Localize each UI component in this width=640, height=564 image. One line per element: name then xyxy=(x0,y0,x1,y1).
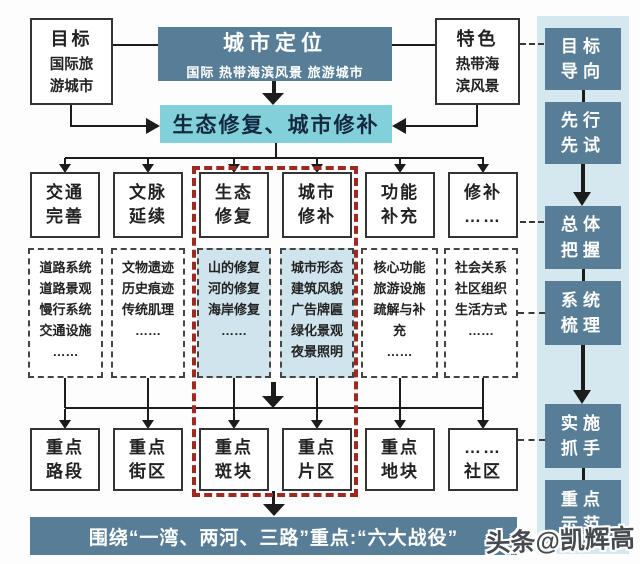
detail-box-ecology: 山的修复 河的修复 海岸修复 …… xyxy=(197,248,271,378)
emphasis-arrowhead xyxy=(262,396,284,408)
sidebar-arrow-stem xyxy=(581,164,585,193)
drop-line xyxy=(316,409,318,421)
watermark-text: 头条@凯辉高德 xyxy=(484,524,636,558)
drop-line xyxy=(147,158,149,165)
detail-drop-line xyxy=(147,378,149,408)
sidebar-item-implementation-handle: 实施 抓手 xyxy=(545,404,621,468)
stage-box-repair: 城市 修补 xyxy=(282,172,352,238)
arrowhead-down xyxy=(228,420,240,429)
arrowhead-down xyxy=(477,164,489,173)
target-box-block: 重点 街区 xyxy=(113,428,183,491)
dashed-community-sidebar xyxy=(518,439,545,441)
sidebar-link xyxy=(582,468,585,480)
sidebar-item-key-demonstration: 重点 示范 xyxy=(545,480,621,544)
collector-line-bottom xyxy=(65,407,484,409)
arrowhead-down xyxy=(394,420,406,429)
collector-line-top xyxy=(65,157,484,159)
feature-box-title: 特色 xyxy=(456,28,499,49)
drop-line xyxy=(316,158,318,165)
drop-line xyxy=(64,409,66,421)
stage-box-traffic: 交通 完善 xyxy=(30,172,100,238)
conclusion-bar-label: 围绕“一湾、两河、三路”重点:“六大战役” xyxy=(88,527,459,549)
goal-box: 目标 国际旅 游城市 xyxy=(30,18,113,105)
arrowhead-down xyxy=(142,420,154,429)
arrowhead-down xyxy=(477,420,489,429)
dashed-social-sidebar xyxy=(518,312,545,314)
arrowhead-into-strategy-left xyxy=(146,118,160,134)
sidebar-item-overall-grasp: 总体 把握 xyxy=(545,206,621,269)
emphasis-arrow-stem xyxy=(271,382,276,397)
sidebar-item-goal-orientation: 目标 导向 xyxy=(545,28,621,90)
detail-drop-line xyxy=(482,378,484,408)
strategy-bar: 生态修复、城市修补 xyxy=(160,105,392,143)
sidebar-arrowhead xyxy=(573,390,591,404)
connector-strategy-down xyxy=(275,143,277,158)
target-box-community: …… 社区 xyxy=(448,428,518,491)
sidebar-link xyxy=(582,269,585,281)
arrowhead-down xyxy=(59,420,71,429)
drop-line xyxy=(482,409,484,421)
bottom-arrowhead xyxy=(263,504,285,516)
drop-line xyxy=(399,409,401,421)
sidebar-arrow-stem xyxy=(581,345,585,391)
arrowhead-into-strategy-right xyxy=(392,118,406,134)
connector-goal-right xyxy=(70,125,146,127)
city-positioning-subtitle: 国际 热带海滨风景 旅游城市 xyxy=(186,65,364,80)
target-box-district: 重点 片区 xyxy=(282,428,352,491)
feature-box: 特色 热带海 滨风景 xyxy=(435,18,520,105)
strategy-bar-label: 生态修复、城市修补 xyxy=(172,114,380,137)
dashed-mending-sidebar xyxy=(520,221,544,223)
stage-box-mending: 修补 …… xyxy=(448,172,518,238)
detail-box-traffic: 道路系统 道路景观 慢行系统 交通设施 …… xyxy=(28,248,103,378)
target-box-patch: 重点 斑块 xyxy=(199,428,269,491)
drop-line xyxy=(233,158,235,165)
connector-feature-down xyxy=(476,105,478,127)
sidebar-link xyxy=(582,90,585,102)
detail-box-social: 社会关系 社区组织 生活方式 …… xyxy=(444,248,518,378)
goal-box-text: 国际旅 游城市 xyxy=(49,56,94,95)
feature-box-text: 热带海 滨风景 xyxy=(455,56,500,95)
arrowhead-positioning-down xyxy=(262,93,284,105)
detail-box-culture: 文物遗迹 历史痕迹 传统肌理 …… xyxy=(111,248,185,378)
detail-box-repair: 城市形态 建筑风貌 广告牌匾 绿化景观 夜景照明 xyxy=(280,248,354,378)
target-box-plot: 重点 地块 xyxy=(365,428,435,491)
city-positioning-box: 城市定位 国际 热带海滨风景 旅游城市 xyxy=(158,27,392,81)
target-box-road: 重点 路段 xyxy=(30,428,100,491)
sidebar-item-systematic-sorting: 系统 梳理 xyxy=(545,281,621,345)
sidebar-item-pilot-first: 先行 先试 xyxy=(545,102,621,164)
detail-drop-line xyxy=(316,378,318,408)
sidebar-arrowhead xyxy=(573,192,591,206)
drop-line xyxy=(233,409,235,421)
connector-positioning-feature xyxy=(392,44,435,46)
detail-box-function: 核心功能 旅游设施 疏解与补 充 …… xyxy=(361,248,438,378)
goal-box-title: 目标 xyxy=(50,28,93,49)
city-positioning-title: 城市定位 xyxy=(223,32,327,55)
detail-drop-line xyxy=(233,378,235,408)
drop-line xyxy=(64,158,66,165)
arrowhead-down xyxy=(59,164,71,173)
stage-box-culture: 文脉 延续 xyxy=(113,172,183,238)
arrowhead-down xyxy=(394,164,406,173)
detail-drop-line xyxy=(64,378,66,408)
connector-goal-down xyxy=(70,105,72,127)
connector-goal-positioning xyxy=(113,44,158,46)
bottom-arrow-stem xyxy=(272,491,275,505)
stage-box-function: 功能 补充 xyxy=(365,172,435,238)
connector-feature-left xyxy=(406,125,477,127)
stage-box-ecology: 生态 修复 xyxy=(199,172,269,238)
dashed-feature-sidebar xyxy=(520,43,544,45)
detail-drop-line xyxy=(399,378,401,408)
arrowhead-down xyxy=(142,164,154,173)
drop-line xyxy=(482,158,484,165)
drop-line xyxy=(147,409,149,421)
arrowhead-down xyxy=(311,420,323,429)
arrow-positioning-stem xyxy=(272,81,276,94)
conclusion-bar: 围绕“一湾、两河、三路”重点:“六大战役” xyxy=(30,517,517,555)
drop-line xyxy=(399,158,401,165)
